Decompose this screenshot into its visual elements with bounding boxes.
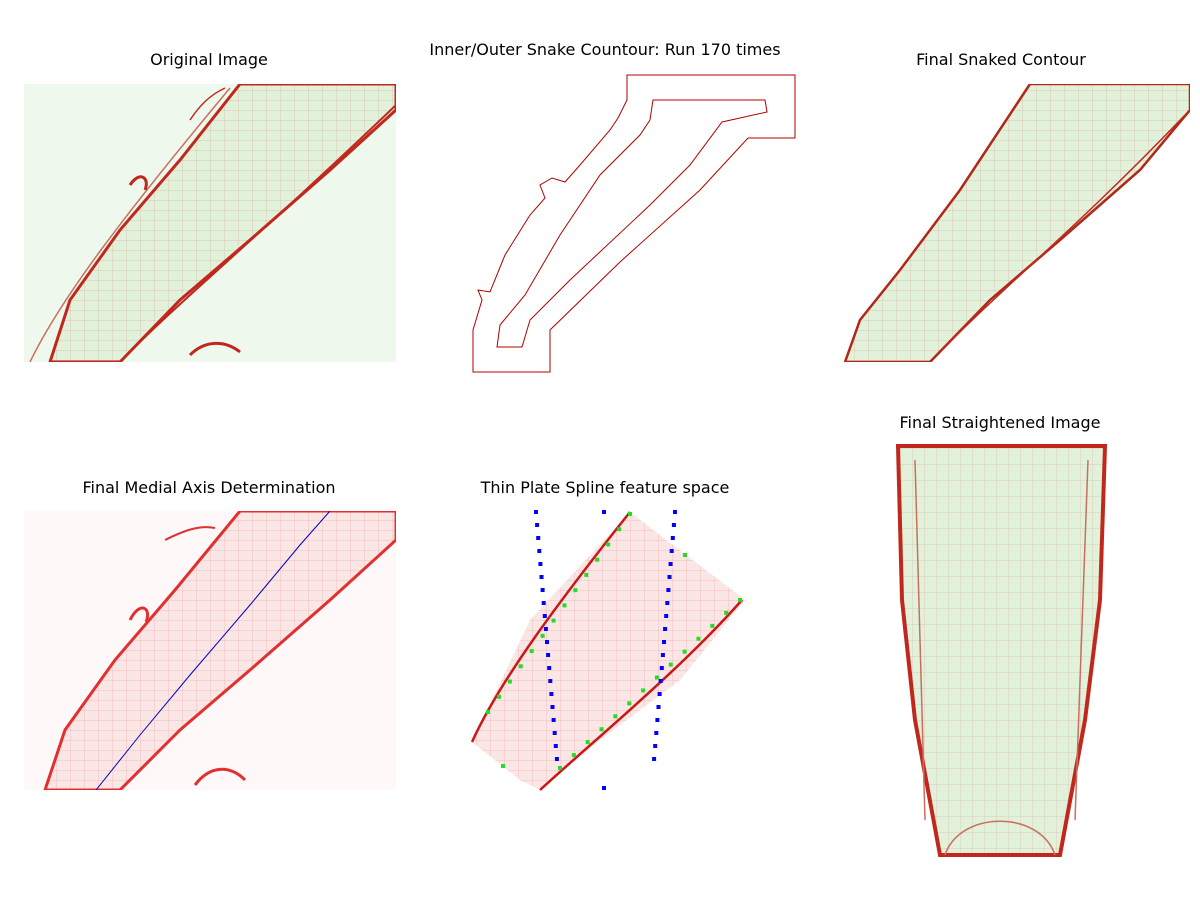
green-control-point [595, 557, 600, 562]
blue-control-point [536, 536, 541, 540]
blue-control-point [659, 666, 664, 670]
medial-axis-image [24, 511, 396, 790]
blue-control-point [658, 679, 663, 683]
panel-title-original-image: Original Image [150, 50, 268, 69]
outer-contour [472, 74, 796, 373]
blue-control-point [665, 601, 670, 605]
blue-control-point [552, 731, 557, 735]
green-control-point [584, 572, 589, 577]
blue-control-point [548, 679, 553, 683]
blue-control-point [550, 705, 555, 709]
blue-control-point [667, 575, 672, 579]
green-control-point [606, 542, 611, 547]
green-control-point [654, 675, 659, 680]
blue-control-point [541, 601, 546, 605]
blue-control-point [663, 627, 668, 631]
blue-control-point [660, 653, 665, 657]
green-control-point [518, 664, 523, 669]
blue-control-point [535, 523, 540, 527]
final-snaked-contour-image [843, 84, 1190, 362]
green-control-point [529, 649, 534, 654]
blue-control-point [669, 549, 674, 553]
inner-contour [496, 99, 768, 348]
green-control-point [683, 553, 687, 557]
panel-title-snake-contour: Inner/Outer Snake Countour: Run 170 time… [429, 40, 781, 59]
green-control-point [641, 688, 646, 693]
blue-control-point [545, 640, 549, 644]
snake-contour-plot [472, 74, 796, 373]
green-control-point [507, 679, 512, 684]
green-control-point [628, 512, 632, 516]
blue-control-point [654, 731, 659, 735]
blue-control-point [655, 718, 660, 722]
panel-title-final-snaked-contour: Final Snaked Contour [916, 50, 1086, 69]
blue-control-point [546, 653, 551, 657]
blue-control-point [551, 718, 556, 722]
green-control-point [627, 701, 632, 706]
green-control-point [562, 603, 567, 608]
panel-title-straightened-image: Final Straightened Image [899, 413, 1101, 432]
straightened-image [895, 444, 1108, 857]
green-control-point [599, 727, 604, 732]
green-control-point [585, 740, 590, 745]
thin-plate-spline-plot [470, 510, 745, 791]
green-control-point [613, 714, 618, 719]
blue-control-point [539, 575, 544, 579]
blue-control-point [670, 536, 675, 540]
control-points [486, 510, 742, 790]
blue-control-point [652, 757, 657, 761]
blue-control-point [657, 692, 662, 696]
blue-control-point [540, 588, 545, 592]
green-control-point [573, 588, 578, 593]
blue-control-point [673, 510, 677, 514]
green-control-point [617, 527, 622, 532]
panel-title-medial-axis: Final Medial Axis Determination [82, 478, 336, 497]
blue-control-point [671, 523, 676, 527]
green-control-point [571, 753, 576, 758]
blue-control-point [664, 614, 669, 618]
blue-control-point [602, 786, 606, 790]
green-control-point [501, 764, 505, 768]
green-control-point [558, 766, 562, 770]
blue-control-point [653, 744, 658, 748]
blue-control-point [554, 757, 559, 761]
blue-control-point [553, 744, 558, 748]
blue-control-point [666, 588, 671, 592]
blue-control-point [537, 549, 542, 553]
blue-control-point [662, 640, 666, 644]
blue-control-point [543, 627, 548, 631]
green-control-point [551, 618, 556, 623]
green-control-point [724, 610, 729, 615]
panel-title-thin-plate-spline: Thin Plate Spline feature space [480, 478, 730, 497]
green-control-point [738, 598, 742, 602]
green-control-point [486, 710, 490, 714]
green-control-point [682, 649, 687, 654]
medial-axis-line [95, 511, 331, 790]
green-control-point [710, 623, 715, 628]
blue-control-point [549, 692, 554, 696]
green-control-point [540, 633, 545, 638]
original-image [24, 84, 396, 362]
blue-control-point [668, 562, 673, 566]
green-control-point [496, 694, 501, 699]
blue-control-point [656, 705, 661, 709]
blue-control-point [538, 562, 543, 566]
blue-control-point [547, 666, 552, 670]
green-control-point [668, 662, 673, 667]
blue-control-point [534, 510, 538, 514]
green-control-point [696, 636, 701, 641]
blue-control-point [542, 614, 547, 618]
blue-control-point [602, 510, 606, 514]
